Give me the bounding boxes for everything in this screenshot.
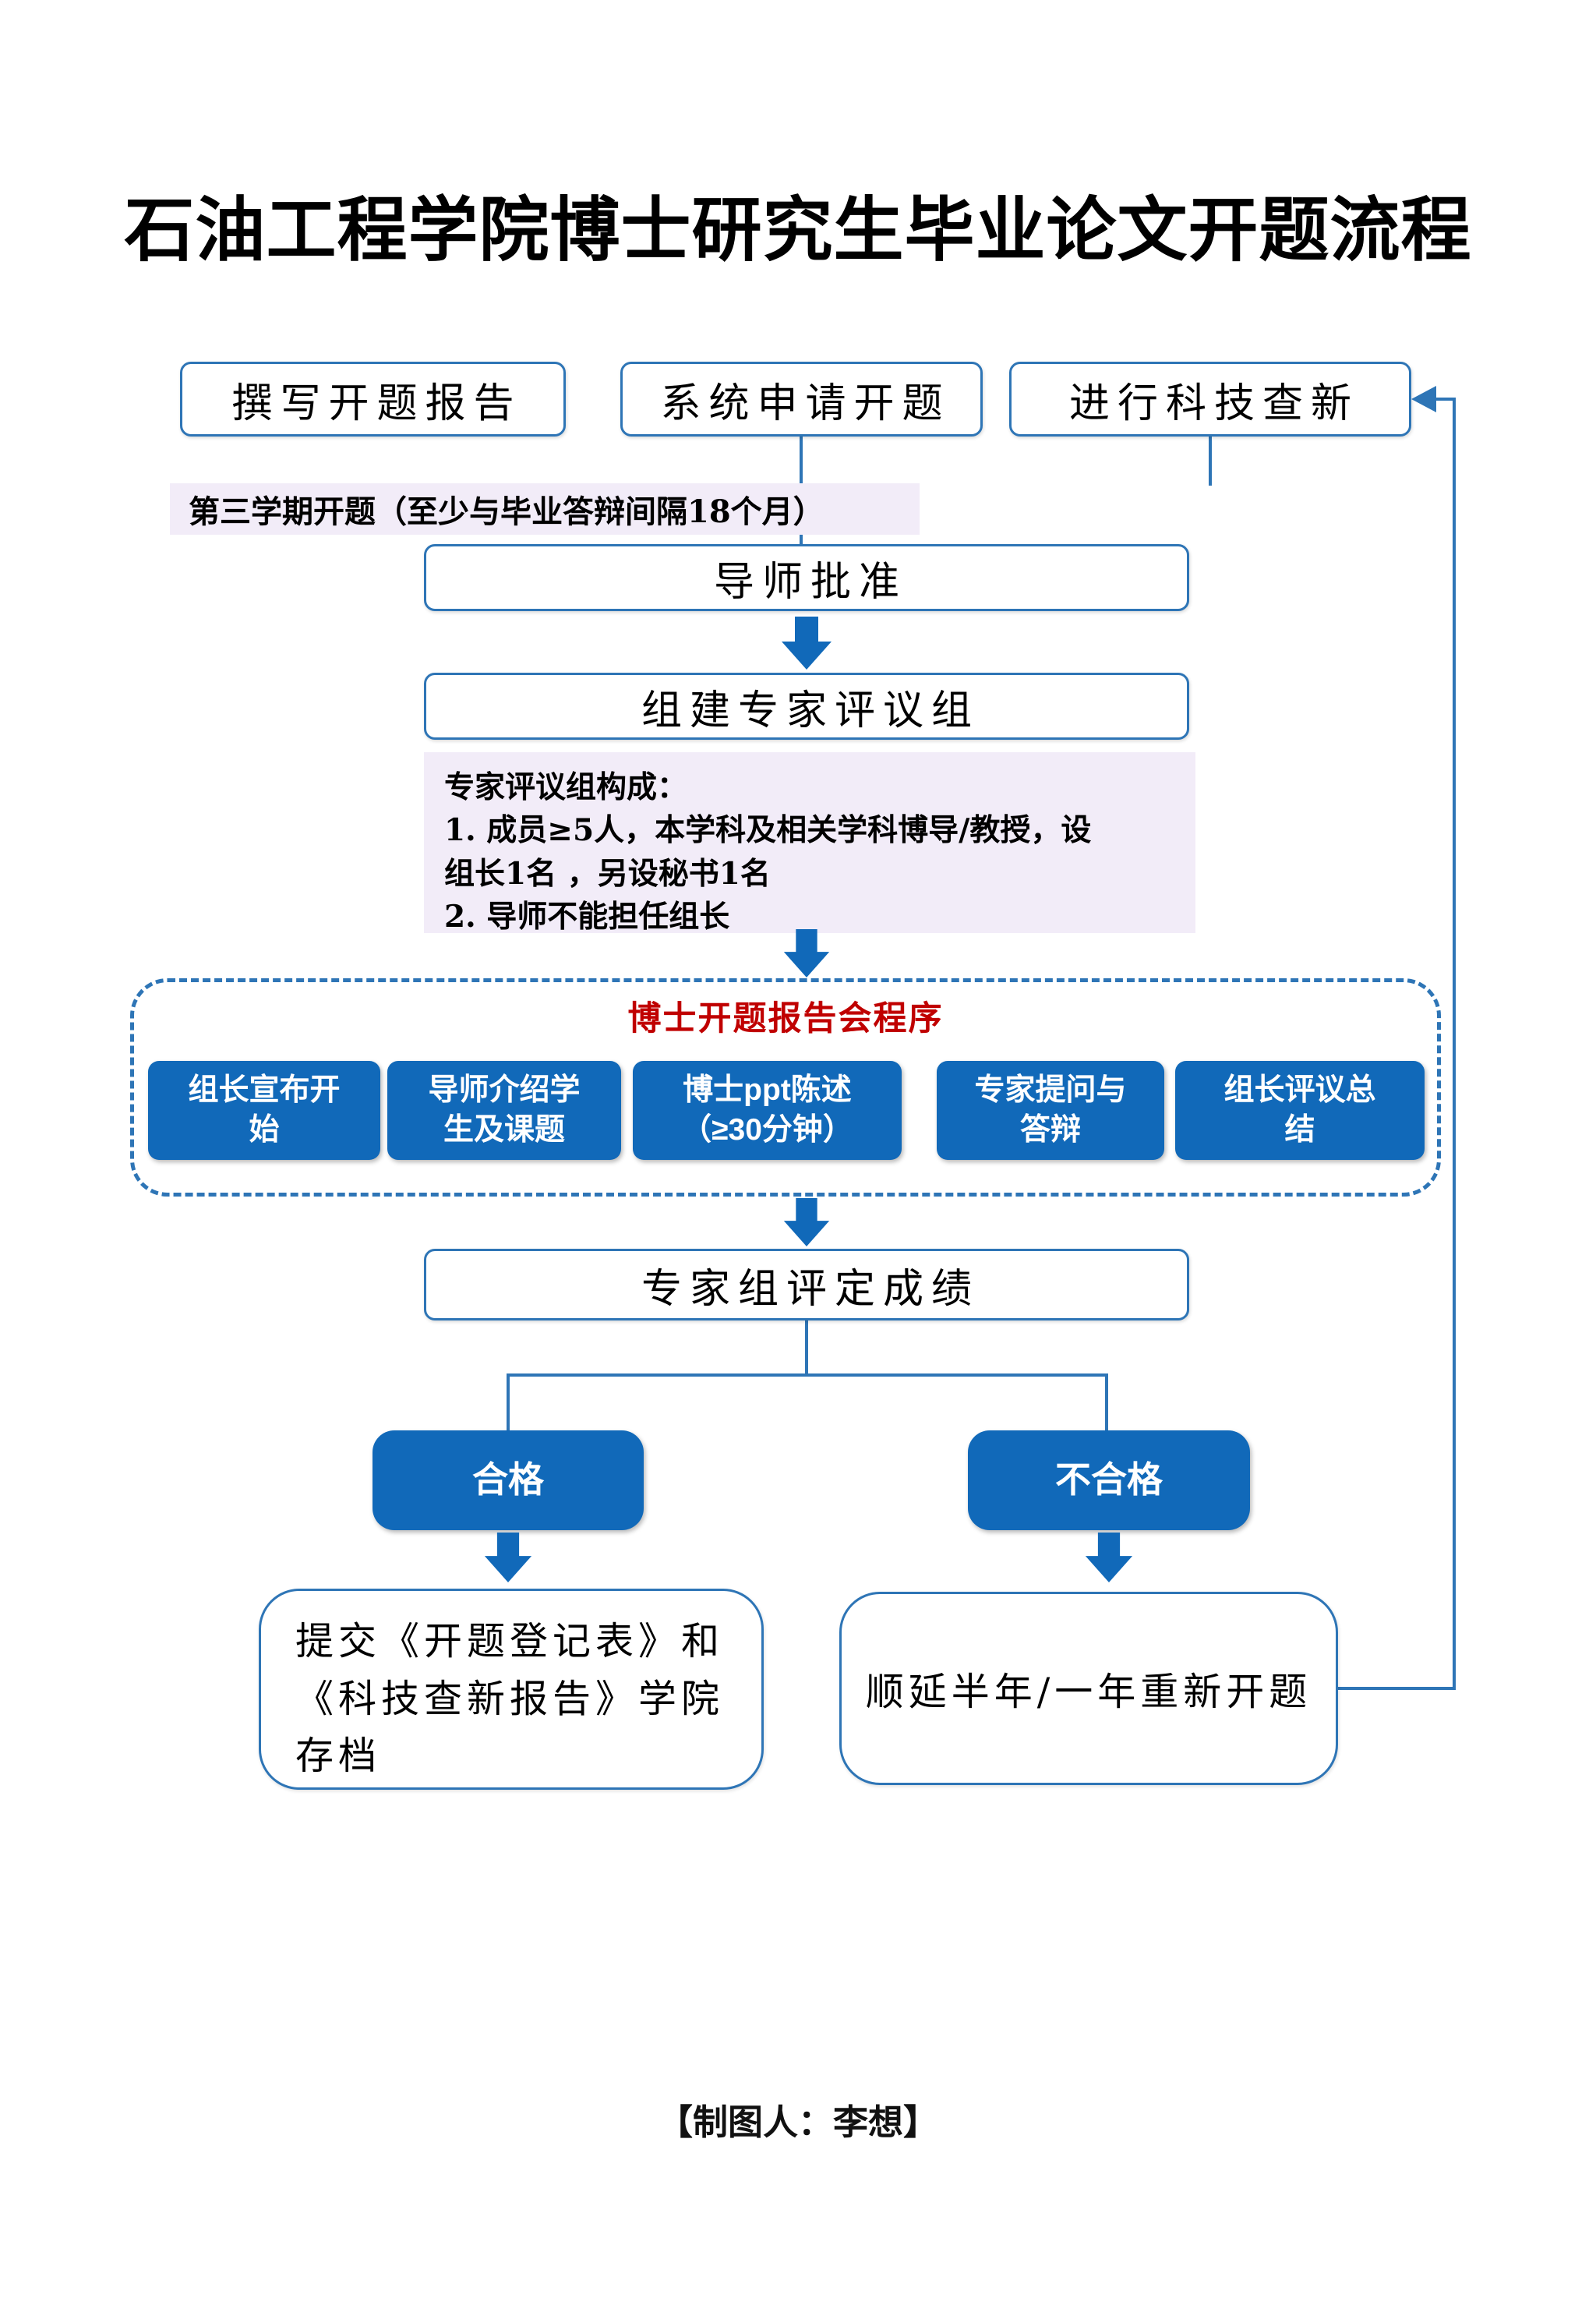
box-write-report-label: 撰写开题报告 — [231, 380, 522, 427]
box-novelty-search-label: 进行科技查新 — [1068, 380, 1359, 427]
down-arrow-icon — [782, 616, 832, 670]
note-panel-composition: 专家评议组构成： 1. 成员≥5人，本学科及相关学科博导/教授，设 组长1名 ，… — [424, 752, 1195, 935]
meeting-step-qa: 专家提问与 答辩 — [937, 1061, 1164, 1160]
box-pass-result: 提交《开题登记表》和 《科技查新报告》学院 存档 — [259, 1589, 764, 1790]
down-arrow-icon — [782, 1198, 832, 1246]
box-form-expert-panel-label: 组建专家评议组 — [641, 687, 980, 734]
note-semester-text: 第三学期开题（至少与毕业答辩间隔18个月） — [189, 493, 824, 530]
feedback-line-vertical — [1453, 398, 1456, 1690]
box-novelty-search: 进行科技查新 — [1009, 362, 1411, 437]
box-system-apply-label: 系统申请开题 — [660, 380, 951, 427]
feedback-left-arrow-icon — [1411, 386, 1436, 412]
meeting-step-summary: 组长评议总 结 — [1175, 1061, 1425, 1160]
connector-line-branch-horizontal — [507, 1373, 1108, 1377]
box-pass: 合格 — [373, 1430, 644, 1530]
connector-line-grade-down — [805, 1320, 808, 1375]
feedback-line-top — [1434, 398, 1456, 401]
note-semester: 第三学期开题（至少与毕业答辩间隔18个月） — [170, 483, 920, 535]
box-advisor-approval-label: 导师批准 — [713, 558, 907, 606]
meeting-step-presentation: 博士ppt陈述 （≥30分钟） — [633, 1061, 902, 1160]
connector-line-pass-down — [507, 1373, 510, 1432]
box-fail-result: 顺延半年/一年重新开题 — [839, 1592, 1338, 1785]
box-fail: 不合格 — [968, 1430, 1250, 1530]
meeting-step-introduce: 导师介绍学 生及课题 — [387, 1061, 621, 1160]
box-system-apply: 系统申请开题 — [620, 362, 983, 437]
meeting-step-announce: 组长宣布开 始 — [148, 1061, 380, 1160]
box-write-report: 撰写开题报告 — [180, 362, 566, 437]
feedback-line-bottom — [1338, 1687, 1455, 1690]
box-form-expert-panel: 组建专家评议组 — [424, 673, 1189, 740]
down-arrow-icon — [782, 929, 832, 978]
connector-line-novelty-down — [1209, 434, 1212, 486]
page-title: 石油工程学院博士研究生毕业论文开题流程 — [124, 192, 1472, 270]
box-advisor-approval: 导师批准 — [424, 544, 1189, 611]
down-arrow-icon — [1084, 1533, 1134, 1582]
connector-line-fail-down — [1105, 1373, 1108, 1432]
down-arrow-icon — [483, 1533, 533, 1582]
box-grade-assessment-label: 专家组评定成绩 — [641, 1265, 980, 1313]
meeting-title: 博士开题报告会程序 — [627, 1000, 944, 1038]
box-grade-assessment: 专家组评定成绩 — [424, 1249, 1189, 1320]
footer-credit: 【制图人：李想】 — [657, 2102, 938, 2142]
